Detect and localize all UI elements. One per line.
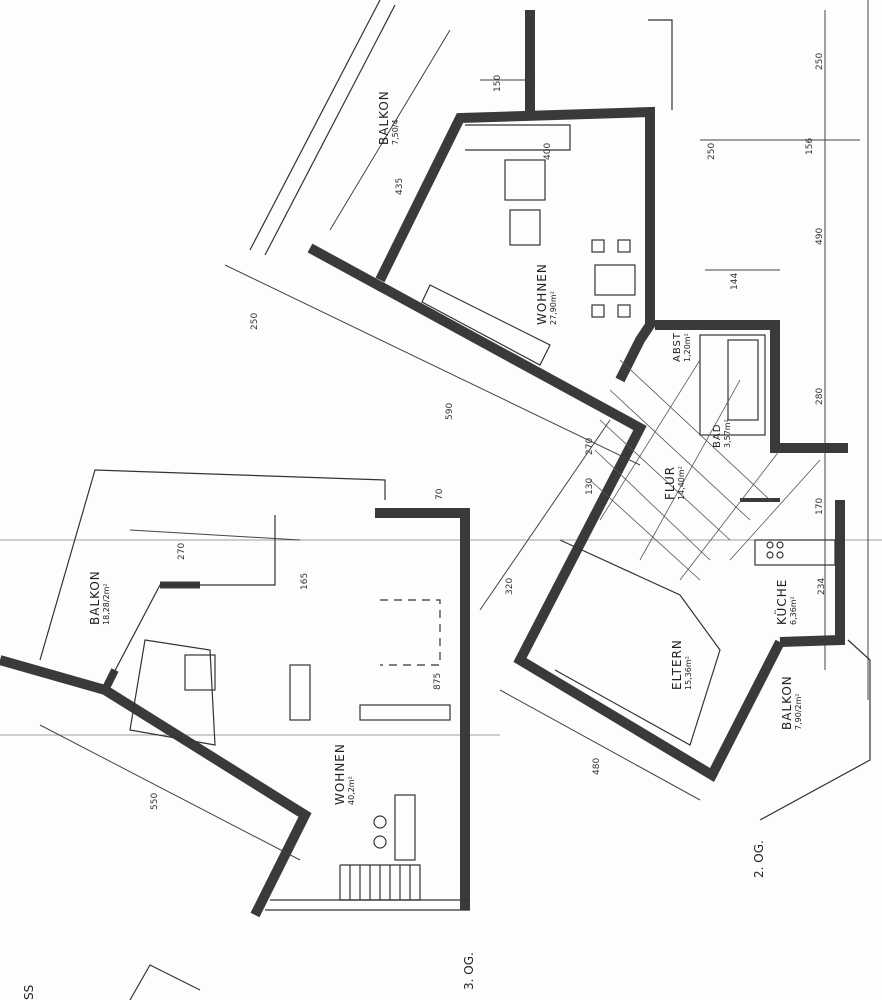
- flur-hatching: [589, 359, 821, 581]
- dimension-400: 400: [543, 142, 553, 160]
- room-area: 3,57m²: [723, 419, 732, 448]
- dimension-250-c: 250: [815, 52, 825, 70]
- walls-2og: [307, 10, 848, 783]
- partial-label: SS: [22, 984, 36, 1000]
- room-label-flur: FLUR 14,40m²: [663, 466, 686, 500]
- partial-unit-outline: [129, 964, 201, 1000]
- room-label-upper-balkon: BALKON 7,50/4: [377, 90, 400, 145]
- dimension-590: 590: [445, 402, 455, 420]
- room-name: BALKON: [88, 570, 102, 625]
- room-name: KÜCHE: [775, 578, 789, 625]
- room-area: 27,90m²: [549, 291, 558, 325]
- room-label-eltern: ELTERN 15,36m²: [670, 639, 693, 690]
- floor-label-2og: 2. OG.: [752, 840, 766, 878]
- room-area: 18,28/2m²: [102, 583, 111, 625]
- dimension-270-b: 270: [177, 542, 187, 560]
- dimension-70: 70: [435, 488, 445, 500]
- room-area: 14,40m²: [677, 466, 686, 500]
- room-name: WOHNEN: [535, 263, 549, 325]
- dimension-435: 435: [395, 177, 405, 195]
- outlines-2og: [249, 0, 871, 821]
- room-label-abst: ABST 1,20m²: [672, 332, 692, 362]
- room-label-upper-wohnen: WOHNEN 27,90m²: [535, 263, 558, 325]
- room-name: BALKON: [780, 675, 794, 730]
- dimension-320: 320: [505, 577, 515, 595]
- dimension-250: 250: [250, 312, 260, 330]
- outlines-3og: [39, 469, 470, 911]
- dimension-144: 144: [730, 272, 740, 290]
- dimension-875: 875: [433, 672, 443, 690]
- dimension-550: 550: [150, 792, 160, 810]
- dimension-150: 150: [493, 74, 503, 92]
- room-name: ELTERN: [670, 639, 684, 690]
- room-area: 40,2m²: [347, 776, 356, 805]
- dimension-130: 130: [585, 477, 595, 495]
- dimension-lines: [39, 29, 860, 861]
- room-name: WOHNEN: [333, 743, 347, 805]
- dimension-270: 270: [585, 437, 595, 455]
- room-area: 7,90/2m²: [794, 693, 803, 730]
- room-area: 6,36m²: [789, 596, 798, 625]
- room-label-lower-balkon: BALKON 18,28/2m²: [88, 570, 111, 625]
- dimension-165: 165: [300, 572, 310, 590]
- reference-lines: [0, 0, 882, 736]
- room-label-lower-wohnen: WOHNEN 40,2m²: [333, 743, 356, 805]
- dimension-156: 156: [805, 137, 815, 155]
- room-label-lower-right-balkon: BALKON 7,90/2m²: [780, 675, 803, 730]
- room-name: BALKON: [377, 90, 391, 145]
- floor-label-3og: 3. OG.: [462, 952, 476, 990]
- room-label-bad: BAD 3,57m²: [712, 419, 732, 448]
- dimension-280: 280: [815, 387, 825, 405]
- dimension-170: 170: [815, 497, 825, 515]
- room-name: FLUR: [663, 465, 677, 500]
- room-name: BAD: [712, 423, 723, 448]
- room-name: ABST: [672, 332, 683, 362]
- room-area: 15,36m²: [684, 656, 693, 690]
- dimension-250-b: 250: [707, 142, 717, 160]
- dimension-490: 490: [815, 227, 825, 245]
- room-area: 1,20m²: [683, 333, 692, 362]
- dimension-480: 480: [592, 757, 602, 775]
- room-label-kueche: KÜCHE 6,36m²: [775, 579, 798, 625]
- dimension-234: 234: [817, 577, 827, 595]
- room-area: 7,50/4: [391, 119, 400, 145]
